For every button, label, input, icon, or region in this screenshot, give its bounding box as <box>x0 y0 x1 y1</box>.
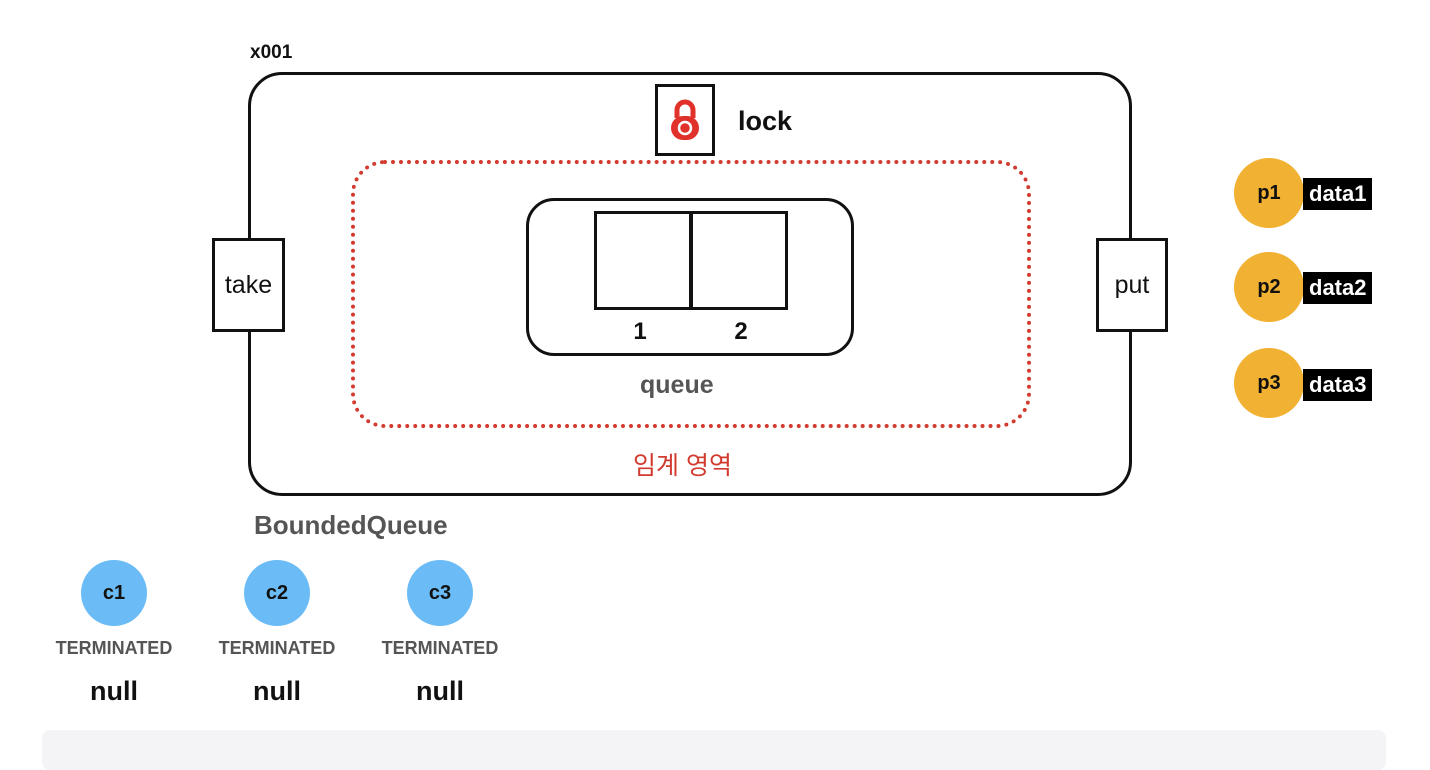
queue-slot-index: 2 <box>734 318 748 345</box>
consumer-thread: c2 <box>244 560 310 626</box>
critical-section-label: 임계 영역 <box>633 452 732 480</box>
producer-thread: p1 <box>1234 158 1304 228</box>
producer-thread: p2 <box>1234 252 1304 322</box>
queue-label: queue <box>640 371 714 399</box>
consumer-result: null <box>416 676 464 706</box>
class-name-label: BoundedQueue <box>254 510 448 540</box>
padlock-icon <box>671 99 699 140</box>
queue-slot-index: 1 <box>633 318 647 345</box>
producer-thread: p3 <box>1234 348 1304 418</box>
consumer-state: TERMINATED <box>55 638 173 658</box>
consumer-result: null <box>253 676 301 706</box>
take-port: take <box>212 238 285 332</box>
consumer-state: TERMINATED <box>381 638 499 658</box>
put-label: put <box>1114 270 1150 299</box>
queue-slot <box>690 211 788 310</box>
producer-data: data2 <box>1303 272 1373 304</box>
lock-label: lock <box>738 106 793 136</box>
lock-box <box>655 84 715 156</box>
producer-data: data3 <box>1303 369 1373 401</box>
instance-address: x001 <box>250 42 293 63</box>
consumer-result: null <box>90 676 138 706</box>
queue-box <box>526 198 854 356</box>
producer-data: data1 <box>1303 178 1373 210</box>
consumer-state: TERMINATED <box>218 638 336 658</box>
queue-slot <box>594 211 692 310</box>
bottom-panel <box>42 730 1386 770</box>
critical-section-boundary <box>351 160 1031 428</box>
put-port: put <box>1096 238 1168 332</box>
take-label: take <box>224 270 273 299</box>
consumer-thread: c3 <box>407 560 473 626</box>
consumer-thread: c1 <box>81 560 147 626</box>
